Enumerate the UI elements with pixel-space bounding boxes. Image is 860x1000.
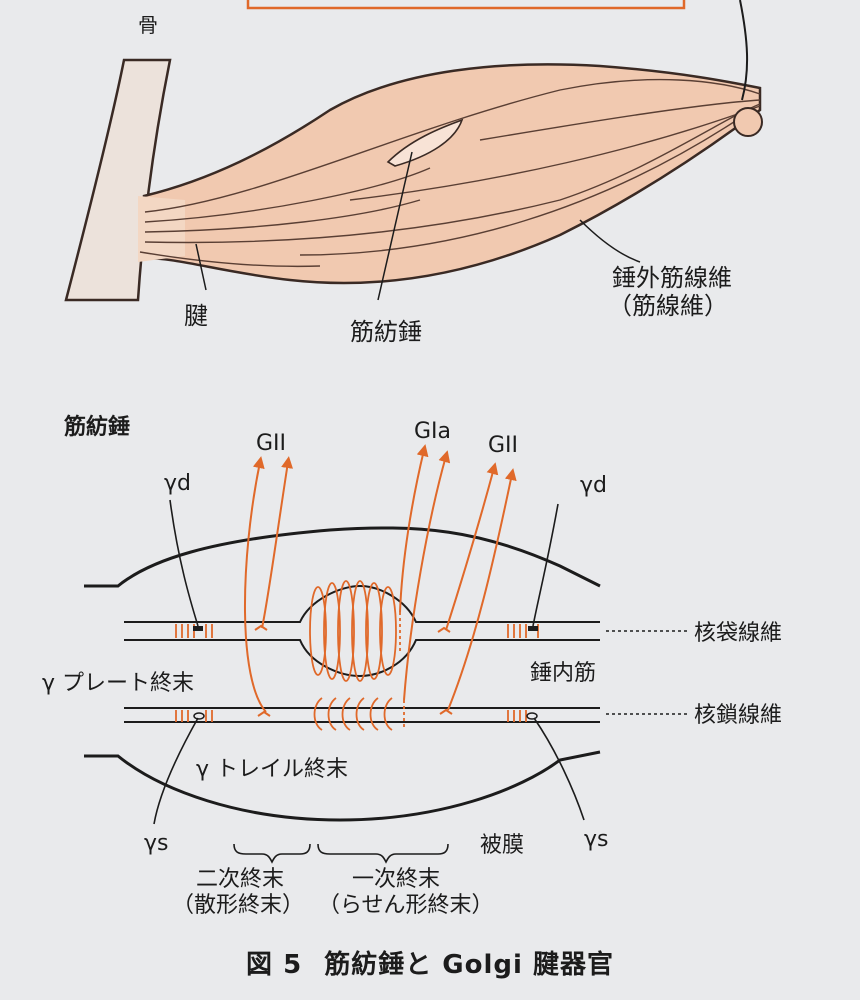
gia-nerves — [399, 444, 451, 701]
primary-ending-paren-label: （らせん形終末） — [318, 893, 494, 918]
gamma-s-left-label: γs — [144, 831, 168, 856]
figure-caption: 図 5 筋紡錘と Golgi 腱器官 — [0, 944, 860, 981]
primary-ending-coil-bag — [309, 580, 401, 682]
spindle-title: 筋紡錘 — [63, 414, 130, 440]
muscle-belly — [142, 63, 762, 285]
spindle-diagram: 筋紡錘 — [42, 414, 782, 918]
capsule-label: 被膜 — [480, 833, 524, 858]
extrafusal-label: 錘外筋線維 — [612, 264, 732, 292]
figure-number: 図 5 — [246, 950, 303, 980]
nuclear-chain-fiber-label: 核鎖線維 — [694, 703, 782, 728]
primary-ending-coil-chain — [313, 697, 405, 731]
muscle-diagram: 骨 腱 筋紡錘 錘外筋線維 （筋線維） — [64, 0, 763, 346]
extrafusal-label-paren: （筋線維） — [608, 292, 728, 320]
capsule-upper — [84, 526, 601, 588]
gii-nerve-right — [437, 462, 517, 715]
primary-ending-brace — [317, 843, 449, 864]
figure-caption-text: 筋紡錘と Golgi 腱器官 — [324, 950, 614, 980]
gamma-s-left-fiber — [153, 717, 199, 825]
secondary-ending-label: 二次終末 — [196, 867, 284, 892]
bone-label: 骨 — [138, 13, 158, 37]
gii-nerve-left — [243, 456, 294, 717]
gamma-d-right-fiber — [532, 503, 559, 627]
tendon-left — [138, 196, 185, 262]
secondary-ending-brace — [233, 843, 311, 864]
figure: 骨 腱 筋紡錘 錘外筋線維 （筋線維） 筋紡錘 — [42, 0, 782, 918]
gii-left-label: GII — [256, 431, 286, 456]
tendon-label: 腱 — [184, 302, 208, 330]
nuclear-chain-fiber — [124, 707, 600, 723]
tendon-right — [733, 107, 763, 137]
primary-ending-label: 一次終末 — [352, 867, 440, 892]
spindle-label: 筋紡錘 — [350, 318, 422, 346]
gamma-s-right-fiber — [533, 717, 585, 821]
gamma-trail-ending-left — [175, 710, 213, 722]
gia-label: GIa — [414, 419, 451, 444]
gamma-ending-right — [507, 624, 539, 722]
gamma-plate-ending-label: γ プレート終末 — [42, 671, 194, 696]
nuclear-bag-fiber-label: 核袋線維 — [694, 621, 782, 646]
gamma-s-right-label: γs — [584, 827, 608, 852]
gamma-d-left-fiber — [169, 499, 199, 627]
muscle-spindle — [386, 118, 464, 167]
capsule-lower — [84, 750, 601, 822]
gamma-d-left-label: γd — [164, 471, 191, 496]
gii-right-label: GII — [488, 433, 518, 458]
secondary-ending-paren-label: （散形終末） — [172, 893, 304, 918]
gamma-trail-ending-label: γ トレイル終末 — [196, 757, 348, 782]
intrafusal-muscle-label: 錘内筋 — [530, 661, 596, 686]
header-box — [246, 0, 686, 10]
bone — [64, 58, 172, 302]
gamma-d-right-label: γd — [580, 473, 607, 498]
nuclear-bag-fiber — [124, 584, 600, 678]
